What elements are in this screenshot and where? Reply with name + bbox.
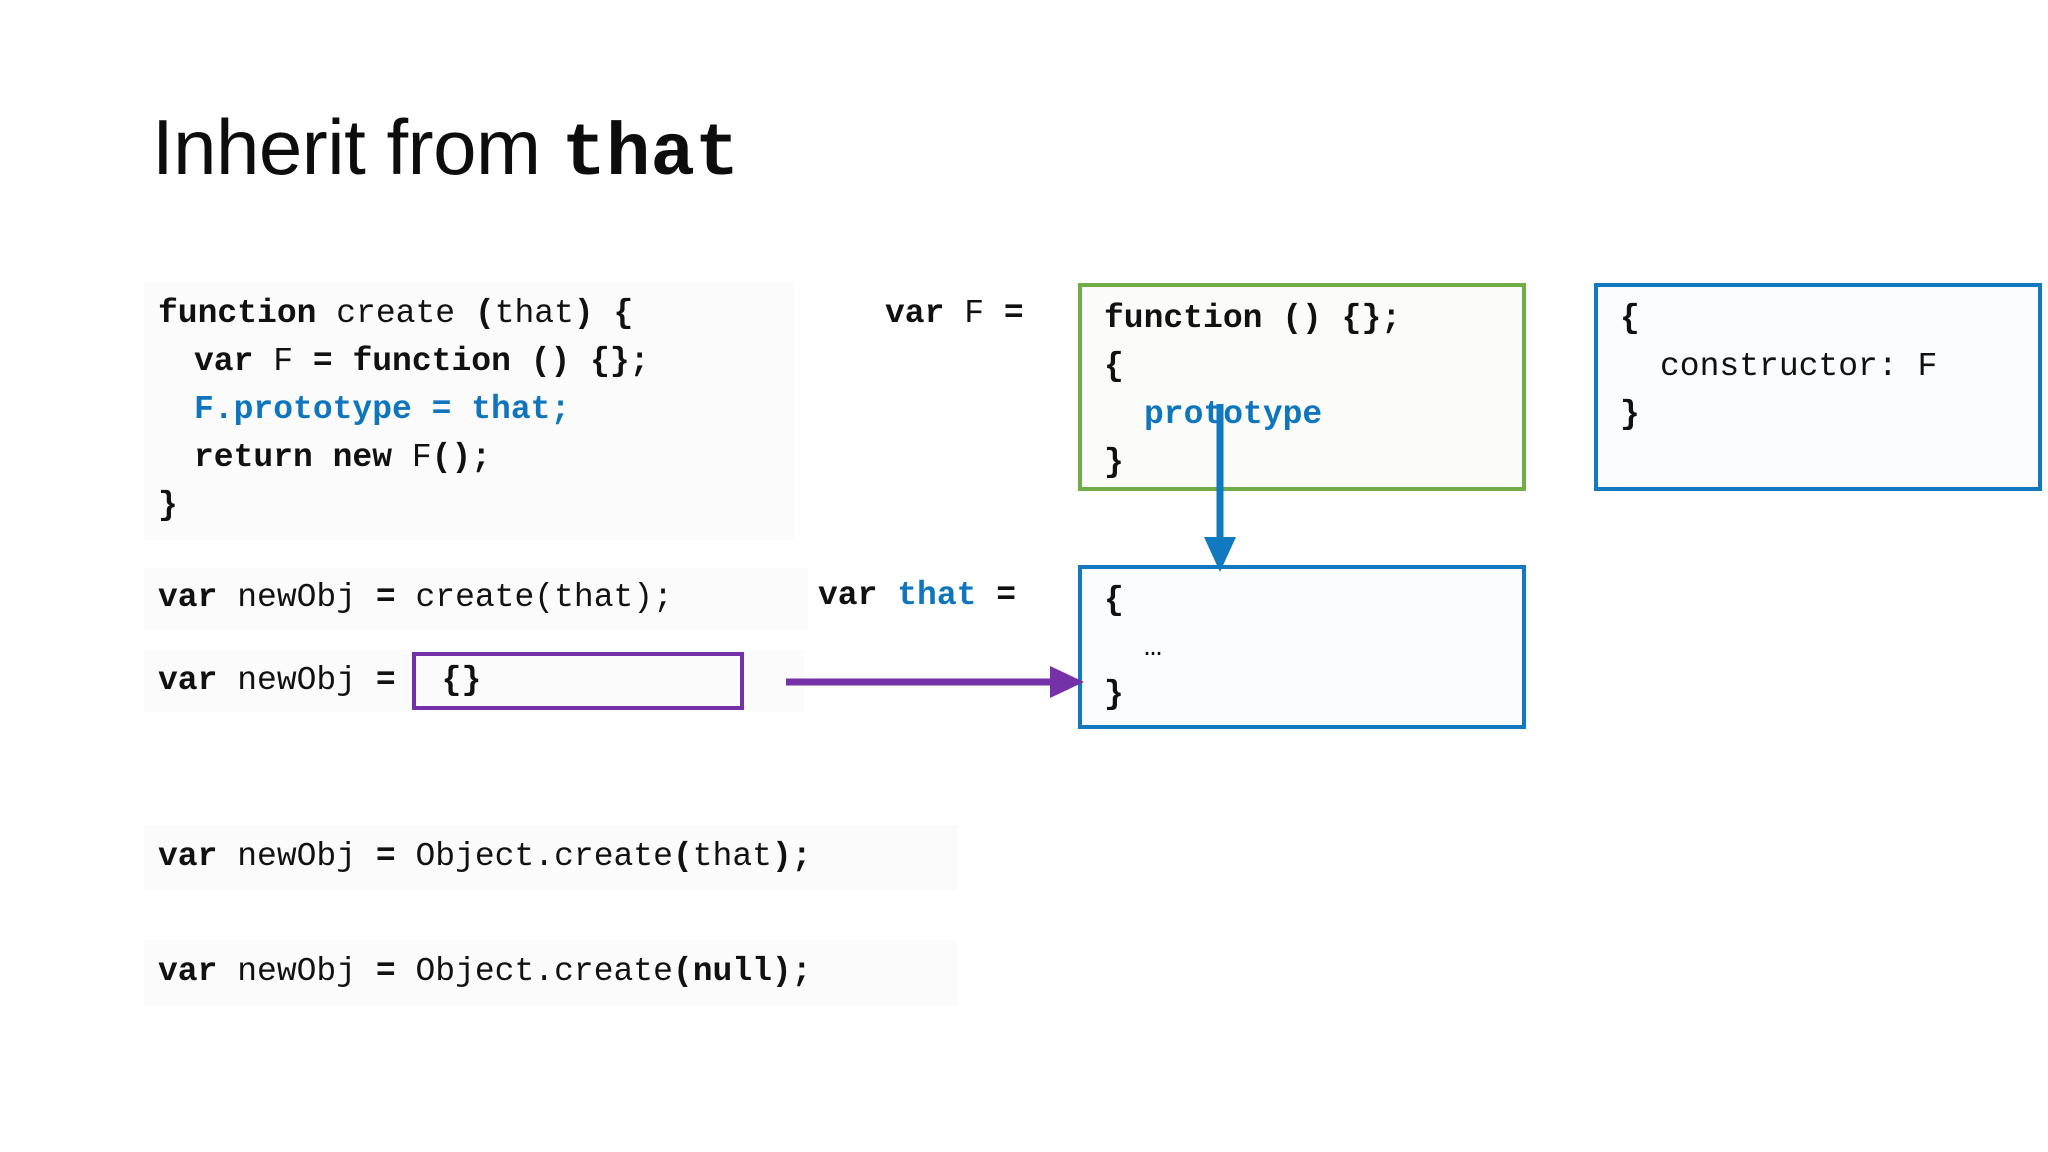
- code-token: F.prototype = that;: [194, 391, 571, 428]
- prototype-to-that-arrow-icon: [1204, 404, 1236, 572]
- page-title-prefix: Inherit from: [152, 103, 562, 191]
- code-token: (: [672, 838, 693, 875]
- that-object-close-brace: }: [1104, 676, 1124, 713]
- code-token: F: [964, 295, 985, 332]
- code-token: =: [375, 838, 396, 875]
- code-token: =: [976, 577, 1017, 614]
- code-token: var: [158, 662, 238, 699]
- constructor-object-open-brace: {: [1620, 300, 1640, 337]
- newobj-to-that-arrow-icon: [786, 666, 1084, 698]
- function-object-box: function () {}; { prototype }: [1078, 283, 1526, 491]
- code-token: that: [692, 838, 772, 875]
- constructor-property-label: constructor: F: [1660, 348, 1938, 385]
- code-token: =: [984, 295, 1024, 332]
- object-create-null-line: var newObj = Object.create(null);: [144, 940, 958, 1006]
- code-token: }: [158, 487, 178, 524]
- code-token: var: [158, 953, 238, 990]
- code-line: function create (that) {: [144, 290, 794, 338]
- code-token: F: [411, 439, 432, 476]
- code-token: ();: [431, 439, 492, 476]
- code-token: =: [375, 662, 396, 699]
- create-function-code-block: function create (that) { var F = functio…: [144, 282, 794, 540]
- code-token: var: [158, 579, 238, 616]
- var-that-label: var that =: [818, 572, 1016, 620]
- function-object-open-brace: {: [1104, 348, 1124, 385]
- empty-object-literal: {}: [441, 662, 482, 699]
- that-object-open-brace: {: [1104, 582, 1124, 619]
- code-token: Object.create: [395, 953, 673, 990]
- prototype-property-label: prototype: [1144, 396, 1323, 433]
- code-line: var F = function () {};: [144, 338, 794, 386]
- code-token: Object.create: [395, 838, 673, 875]
- code-token: var: [885, 295, 965, 332]
- code-token: newObj: [237, 838, 376, 875]
- code-token: = function () {};: [293, 343, 650, 380]
- code-line: }: [144, 482, 794, 530]
- code-token: create: [316, 295, 475, 332]
- code-token: (: [474, 295, 495, 332]
- newobj-create-call-line: var newObj = create(that);: [144, 568, 808, 630]
- function-object-line-1: function () {};: [1104, 300, 1402, 337]
- code-token: var: [158, 838, 238, 875]
- function-object-close-brace: }: [1104, 444, 1124, 481]
- code-token: function: [158, 295, 317, 332]
- code-line-prototype-assignment: F.prototype = that;: [144, 386, 794, 434]
- code-token: return new: [194, 439, 412, 476]
- page-title: Inherit from that: [152, 108, 739, 192]
- code-line: return new F();: [144, 434, 794, 482]
- code-token: var: [194, 343, 274, 380]
- code-token: create(that);: [395, 579, 673, 616]
- constructor-object-box: { constructor: F }: [1594, 283, 2042, 491]
- code-token: );: [771, 838, 812, 875]
- object-create-that-line: var newObj = Object.create(that);: [144, 825, 958, 891]
- code-token: that: [494, 295, 574, 332]
- code-token: that: [897, 577, 977, 614]
- newobj-literal-prefix: var newObj =: [158, 657, 396, 705]
- code-token: newObj: [237, 579, 376, 616]
- code-token: newObj: [237, 953, 376, 990]
- newobj-literal-row: var newObj = {}: [144, 650, 804, 712]
- that-object-box: { … }: [1078, 565, 1526, 729]
- code-token: =: [375, 579, 396, 616]
- code-token: =: [375, 953, 396, 990]
- code-token: (null);: [672, 953, 812, 990]
- code-token: F: [273, 343, 294, 380]
- page-title-keyword: that: [561, 113, 740, 197]
- code-token: ) {: [573, 295, 634, 332]
- empty-object-box: {}: [411, 652, 744, 710]
- code-token: var: [818, 577, 898, 614]
- var-f-label: var F =: [885, 290, 1024, 338]
- constructor-object-close-brace: }: [1620, 396, 1640, 433]
- code-token: newObj: [237, 662, 376, 699]
- that-object-ellipsis: …: [1144, 631, 1163, 665]
